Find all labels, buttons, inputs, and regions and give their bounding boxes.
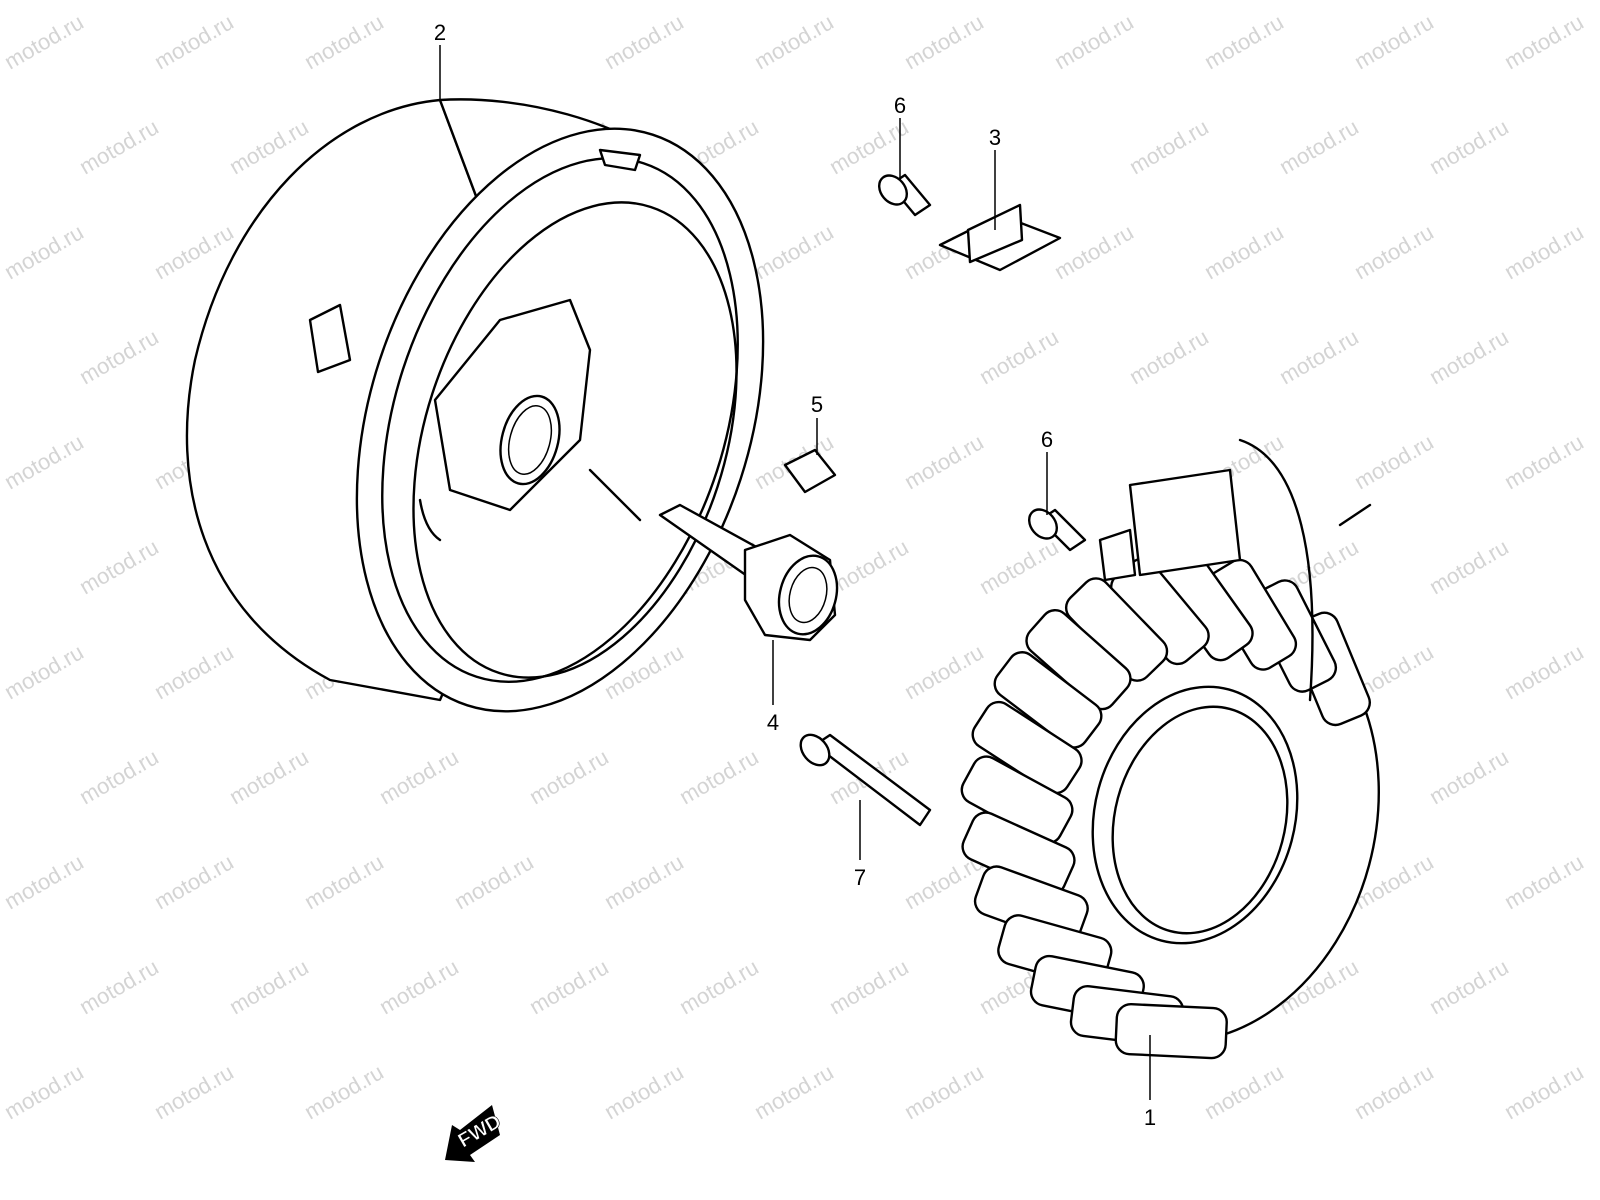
clamp-part	[938, 203, 1062, 272]
watermark-text: motod.ru	[225, 954, 313, 1019]
watermark-text: motod.ru	[900, 639, 988, 704]
watermark-text: motod.ru	[750, 9, 838, 74]
watermark-text: motod.ru	[1050, 9, 1138, 74]
screw-part-upper	[878, 173, 932, 217]
watermark-text: motod.ru	[1050, 219, 1138, 284]
watermark-text: motod.ru	[300, 849, 388, 914]
watermark-text: motod.ru	[225, 744, 313, 809]
stator-coil	[993, 651, 1103, 749]
watermark-text: motod.ru	[75, 744, 163, 809]
leader-lines	[439, 45, 1151, 1100]
rotor-part	[185, 98, 765, 713]
watermark-text: motod.ru	[900, 429, 988, 494]
watermark-text: motod.ru	[0, 1059, 88, 1124]
watermark-text: motod.ru	[750, 219, 838, 284]
watermark-text: motod.ru	[450, 849, 538, 914]
watermark-text: motod.ru	[675, 954, 763, 1019]
watermark-text: motod.ru	[1350, 1059, 1438, 1124]
watermark-text: motod.ru	[1350, 9, 1438, 74]
callout-7: 7	[854, 865, 866, 890]
watermark-text: motod.ru	[0, 639, 88, 704]
watermark-text: motod.ru	[525, 744, 613, 809]
watermark-text: motod.ru	[600, 9, 688, 74]
long-screw-part	[799, 733, 932, 827]
watermark-text: motod.ru	[75, 114, 163, 179]
watermark-text: motod.ru	[1275, 324, 1363, 389]
watermark-text: motod.ru	[0, 429, 88, 494]
forward-arrow-icon: FWD	[445, 1105, 505, 1162]
watermark-text: motod.ru	[1500, 1059, 1588, 1124]
watermark-text: motod.ru	[1200, 219, 1288, 284]
watermark-text: motod.ru	[1200, 9, 1288, 74]
watermark-text: motod.ru	[975, 324, 1063, 389]
watermark-text: motod.ru	[1425, 324, 1513, 389]
stator-part	[960, 438, 1380, 1060]
watermark-text: motod.ru	[375, 744, 463, 809]
watermark-text: motod.ru	[1500, 639, 1588, 704]
watermark-text: motod.ru	[1350, 219, 1438, 284]
watermark-text: motod.ru	[150, 639, 238, 704]
watermark-text: motod.ru	[1425, 954, 1513, 1019]
watermark-text: motod.ru	[1425, 114, 1513, 179]
watermark-text: motod.ru	[1500, 849, 1588, 914]
watermark-text: motod.ru	[1275, 114, 1363, 179]
watermark-text: motod.ru	[300, 9, 388, 74]
callout-2: 2	[434, 20, 446, 45]
stator-coil	[1114, 1002, 1228, 1060]
watermark-text: motod.ru	[1125, 324, 1213, 389]
watermark-text: motod.ru	[375, 954, 463, 1019]
watermark-text: motod.ru	[1425, 534, 1513, 599]
watermark-text: motod.ru	[600, 849, 688, 914]
watermark-text: motod.ru	[1500, 219, 1588, 284]
watermark-text: motod.ru	[675, 744, 763, 809]
watermark-text: motod.ru	[525, 954, 613, 1019]
watermark-text: motod.ru	[75, 954, 163, 1019]
watermark-text: motod.ru	[750, 1059, 838, 1124]
watermark-text: motod.ru	[1500, 9, 1588, 74]
callout-4: 4	[767, 710, 779, 735]
bolt-part	[658, 503, 839, 642]
watermark-text: motod.ru	[1350, 429, 1438, 494]
watermark-text: motod.ru	[975, 534, 1063, 599]
watermark-text: motod.ru	[150, 1059, 238, 1124]
watermark-text: motod.ru	[150, 849, 238, 914]
screw-part-lower	[1028, 508, 1087, 552]
callout-3: 3	[989, 125, 1001, 150]
callout-1: 1	[1144, 1105, 1156, 1130]
watermark-text: motod.ru	[1425, 744, 1513, 809]
watermark-text: motod.ru	[0, 219, 88, 284]
watermark-text: motod.ru	[900, 9, 988, 74]
watermark-text: motod.ru	[1125, 114, 1213, 179]
watermark-text: motod.ru	[75, 324, 163, 389]
watermark-text: motod.ru	[600, 1059, 688, 1124]
callout-6-lower: 6	[1041, 427, 1053, 452]
watermark-text: motod.ru	[825, 954, 913, 1019]
watermark-text: motod.ru	[1500, 429, 1588, 494]
callout-6-upper: 6	[894, 93, 906, 118]
watermark-text: motod.ru	[150, 9, 238, 74]
watermark-text: motod.ru	[900, 1059, 988, 1124]
watermark-text: motod.ru	[75, 534, 163, 599]
watermark-text: motod.ru	[1200, 1059, 1288, 1124]
watermark-text: motod.ru	[0, 849, 88, 914]
callout-5: 5	[811, 392, 823, 417]
watermark-text: motod.ru	[300, 1059, 388, 1124]
watermark-text: motod.ru	[0, 9, 88, 74]
key-part	[783, 448, 837, 494]
